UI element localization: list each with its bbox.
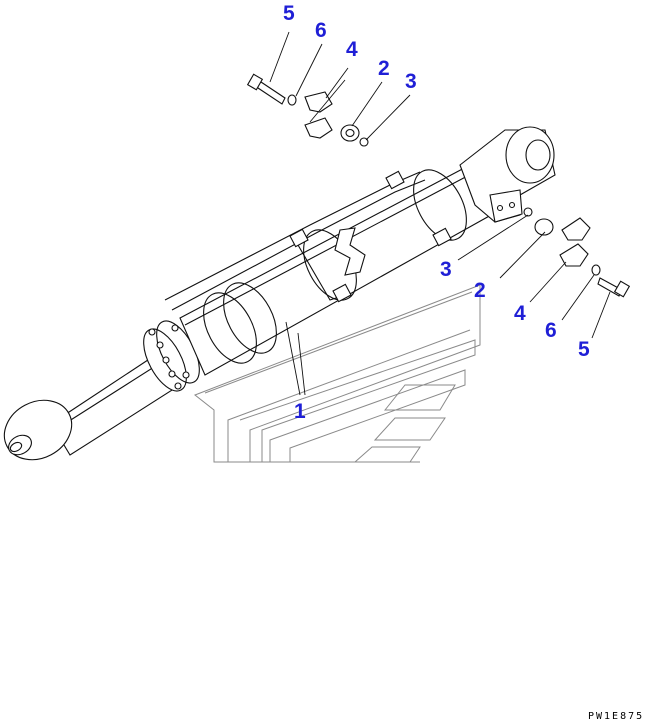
callout-1: 1: [294, 400, 306, 423]
lower-fastener-set: [523, 207, 631, 298]
callout-4-lower: 4: [514, 302, 526, 325]
callout-3-upper: 3: [405, 70, 417, 93]
drawing-reference-code: PW1E875: [588, 711, 644, 722]
callout-2-lower: 2: [474, 279, 486, 302]
callout-6-lower: 6: [545, 319, 557, 342]
callout-4-upper: 4: [346, 38, 358, 61]
upper-fastener-set: [246, 73, 369, 147]
callout-2-upper: 2: [378, 57, 390, 80]
callout-5-lower: 5: [578, 338, 590, 361]
callout-labels: 5 6 4 2 3 3 2 4 6 5 1: [283, 2, 590, 423]
hydraulic-cylinder: [3, 126, 556, 461]
callout-3-lower: 3: [440, 258, 452, 281]
callout-6-upper: 6: [315, 19, 327, 42]
callout-5-upper: 5: [283, 2, 295, 25]
watermark-logo: [194, 284, 481, 463]
leader-lines: [269, 31, 611, 396]
